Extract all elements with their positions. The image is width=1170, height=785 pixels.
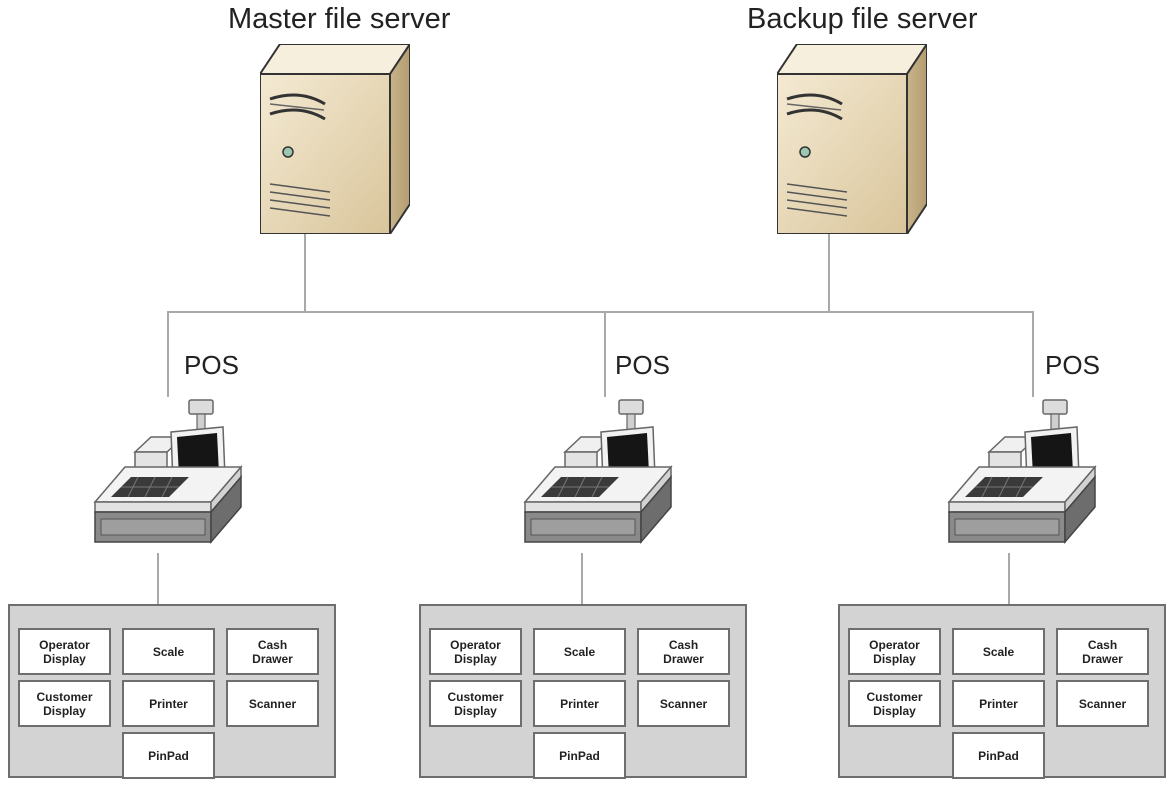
device-customer-display: Customer Display [429, 680, 522, 727]
backup-server-label: Backup file server [747, 3, 978, 35]
cash-register-icon [93, 397, 243, 552]
device-scanner: Scanner [226, 680, 319, 727]
connector-pos-1 [167, 311, 169, 397]
cash-register-icon [947, 397, 1097, 552]
connector-pos-3 [1032, 311, 1034, 397]
pos-label: POS [1045, 350, 1100, 380]
device-customer-display: Customer Display [18, 680, 111, 727]
server-tower-icon [260, 44, 410, 234]
pos-label: POS [615, 350, 670, 380]
connector-backbone [167, 311, 1033, 313]
server-tower-icon [777, 44, 927, 234]
device-scanner: Scanner [1056, 680, 1149, 727]
device-cash-drawer: Cash Drawer [637, 628, 730, 675]
device-cash-drawer: Cash Drawer [226, 628, 319, 675]
device-customer-display: Customer Display [848, 680, 941, 727]
connector-backup-server [828, 232, 830, 312]
device-scale: Scale [533, 628, 626, 675]
pos-device-panel: Operator Display Scale Cash Drawer Custo… [838, 604, 1166, 779]
connector-devices-3 [1008, 553, 1010, 605]
device-scale: Scale [122, 628, 215, 675]
connector-pos-2 [604, 311, 606, 397]
connector-master-server [304, 232, 306, 312]
device-printer: Printer [533, 680, 626, 727]
device-operator-display: Operator Display [848, 628, 941, 675]
device-cash-drawer: Cash Drawer [1056, 628, 1149, 675]
pos-device-panel: Operator Display Scale Cash Drawer Custo… [8, 604, 336, 779]
device-operator-display: Operator Display [429, 628, 522, 675]
device-scanner: Scanner [637, 680, 730, 727]
cash-register-icon [523, 397, 673, 552]
device-printer: Printer [952, 680, 1045, 727]
device-pinpad: PinPad [952, 732, 1045, 779]
connector-devices-2 [581, 553, 583, 605]
device-pinpad: PinPad [122, 732, 215, 779]
device-pinpad: PinPad [533, 732, 626, 779]
device-printer: Printer [122, 680, 215, 727]
pos-label: POS [184, 350, 239, 380]
master-server-label: Master file server [228, 3, 451, 35]
device-operator-display: Operator Display [18, 628, 111, 675]
connector-devices-1 [157, 553, 159, 605]
device-scale: Scale [952, 628, 1045, 675]
pos-device-panel: Operator Display Scale Cash Drawer Custo… [419, 604, 747, 779]
